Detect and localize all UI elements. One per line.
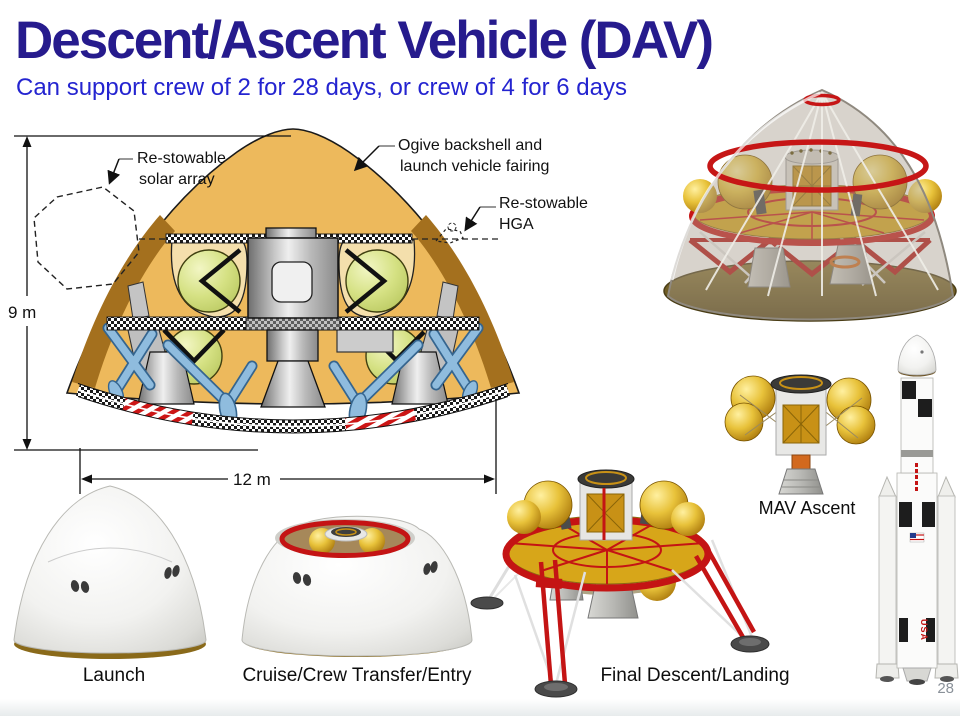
thruster-upper-right [436,281,459,320]
descent-engine-cone [260,360,326,408]
bottom-strip [0,699,960,716]
rocket-checker-1 [902,381,916,399]
equipment-box [336,327,394,353]
launch-cone-render [13,485,207,659]
cruise-hatch-ring [335,528,357,536]
rocket-red-lettering [915,463,918,491]
rocket-core-engine [902,667,932,682]
rocket-us-flag [909,532,925,543]
rocket-checker-2 [918,399,932,417]
cruise-label: Cruise/Crew Transfer/Entry [242,665,472,686]
mav-ascent-render [724,374,876,495]
upper-strut-right [344,248,388,314]
thruster-upper-left [127,281,150,320]
rocket-core-panel-right [922,502,935,527]
rocket-booster-left-nose [878,475,897,498]
aeroshell-heatshield [663,260,957,322]
height-dim-label: 9 m [8,303,36,322]
rocket-booster-left-skirt [875,663,900,679]
mav-nozzle-ribs [782,479,821,488]
solar-array-label-2: solar array [139,171,215,188]
rocket-payload-fairing [897,334,937,376]
rocket-booster-left [878,495,897,667]
descent-engine-column [266,329,319,362]
cruise-vents [292,561,438,586]
callout-leaders [107,145,496,232]
mav-tank-left-front [724,402,764,442]
mid-deck-center [245,316,341,331]
rocket-core-nozzle [909,679,925,685]
mav-engine-nozzle [778,468,824,495]
aeroshell-render [663,88,957,322]
mav-ascent-label: MAV Ascent [758,498,856,518]
dimension-12m [79,400,497,494]
rocket-render: USA [875,334,959,685]
backshell-label-2: launch vehicle fairing [400,158,549,175]
lower-strut-left [162,328,226,365]
aeroshell-deck-spokes [699,211,925,239]
heat-shield [75,383,511,434]
page-subtitle: Can support crew of 2 for 28 days, or cr… [16,74,627,101]
backshell-inner-wall-left [72,215,175,388]
rocket-booster-right [937,495,956,667]
rocket-core-panel-left [899,502,912,527]
cruise-capsule-render [241,515,473,657]
rocket-booster-left-nozzle [880,676,894,682]
rocket-interstage-band [901,450,933,457]
hga-outline [434,228,464,244]
upper-strut-left [198,248,242,314]
hga-outline-dot [447,222,457,232]
solar-array-outline [33,186,140,290]
mav-hatch-sunburst [782,404,820,444]
page-number: 28 [937,680,954,697]
mav-top-ring [779,376,823,390]
solar-array-label-1: Re-stowable [137,150,226,167]
dimension-9m [14,135,291,451]
lander-footpad-back [470,596,504,610]
mav-engine-collar [791,454,811,470]
lander-cabin-top-ring [585,471,627,485]
hga-label-1: Re-stowable [499,195,588,212]
aeroshell-ribs [705,91,939,297]
aeroshell-highlight [670,91,821,281]
aeroshell-figure-left [753,189,767,215]
dav-cross-section-diagram: 9 m 12 m Re-stowable solar arr [8,128,588,494]
rocket-lower-panel-left [899,618,908,642]
launch-seam [47,547,173,563]
rocket-lower-panel-right [926,618,935,642]
page-title: Descent/Ascent Vehicle (DAV) [15,11,714,70]
rocket-fairing-vent [920,350,924,354]
aeroshell-hoop-ring [707,139,929,193]
width-dim-label: 12 m [233,470,271,489]
backshell-inner-wall-right [411,215,514,388]
launch-vents [70,565,180,593]
lander-tank-right2 [671,502,705,536]
lander-legs [513,539,770,698]
ascent-module-window [271,261,313,303]
rocket-booster-right-nose [937,475,956,498]
mav-tank-right-front [836,405,876,445]
backshell-label-1: Ogive backshell and [398,137,542,154]
rocket-booster-right-skirt [934,663,959,679]
cruise-red-ring [279,520,411,558]
aeroshell-dome [666,88,955,321]
lander-tank-left2 [507,500,541,534]
hga-label-2: HGA [499,216,534,233]
launch-label: Launch [82,665,146,686]
launch-aeroshell [13,485,207,654]
final-descent-label: Final Descent/Landing [600,665,790,686]
rocket-usa-text: USA [919,619,929,641]
lander-render [470,469,770,698]
rocket-booster-right-nozzle [940,676,954,682]
